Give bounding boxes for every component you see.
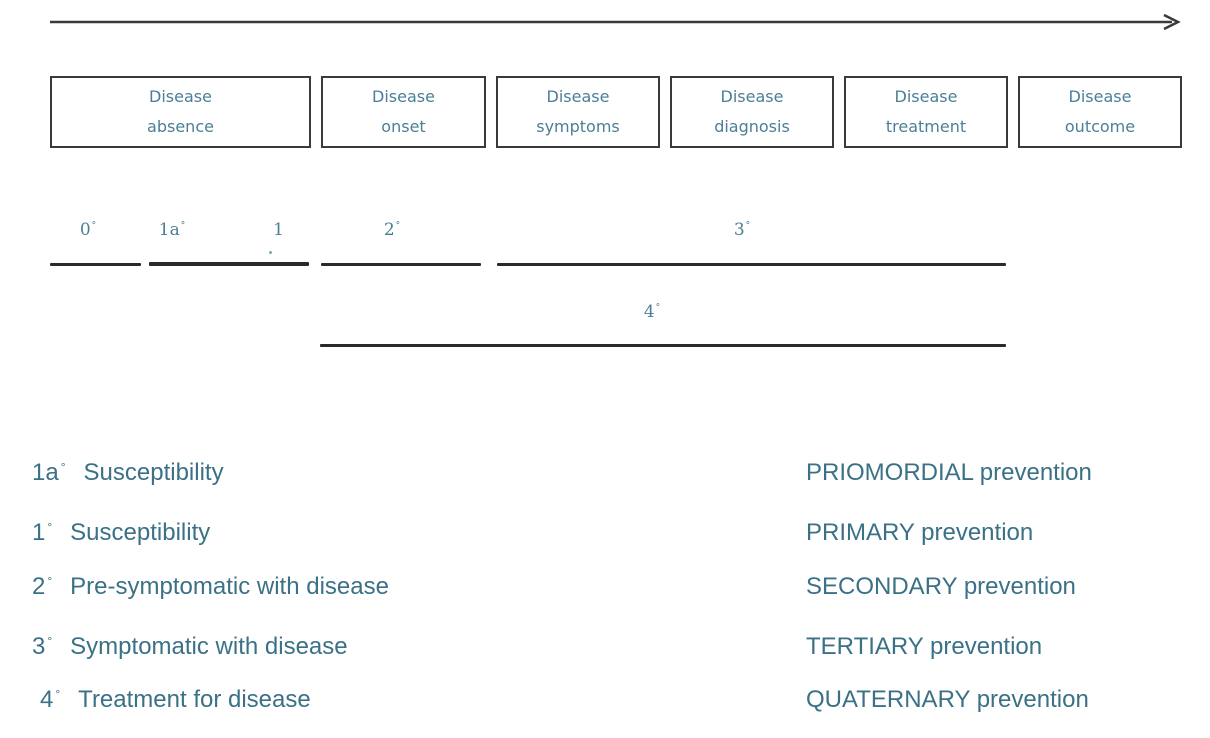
legend-description: Pre-symptomatic with disease [70, 573, 389, 600]
prevention-secondary: SECONDARY prevention [806, 573, 1076, 600]
degree-mark: ° [655, 303, 661, 314]
level-number: 0 [79, 220, 91, 240]
stage-label-line2: symptoms [536, 117, 620, 136]
timeline-arrow [50, 13, 1181, 31]
prevention-primordial: PRIOMORDIAL prevention [806, 459, 1092, 486]
legend-description: Susceptibility [83, 459, 224, 486]
stage-label-line2: diagnosis [714, 117, 790, 136]
stage-box-disease-diagnosis: Disease diagnosis [670, 76, 834, 148]
stage-label-line1: Disease [149, 87, 212, 106]
level-label-3: 3° [734, 220, 750, 240]
degree-mark: ° [60, 460, 66, 474]
stage-box-disease-outcome: Disease outcome [1018, 76, 1182, 148]
level-number: 1a [158, 220, 180, 240]
prevention-primary: PRIMARY prevention [806, 519, 1034, 546]
stage-label-line2: treatment [885, 117, 967, 136]
stage-label-line1: Disease [546, 87, 610, 106]
degree-mark: ° [47, 520, 53, 534]
legend-description: Symptomatic with disease [70, 633, 348, 660]
level-label-4: 4° [644, 302, 660, 322]
legend-code-number: 1 [32, 519, 46, 546]
degree-mark: ° [745, 221, 751, 232]
level-number: 3 [733, 220, 745, 240]
legend-code: 2° [32, 573, 52, 601]
legend-code: 3° [32, 633, 52, 661]
stage-label-line1: Disease [372, 87, 435, 106]
degree-mark: ° [180, 221, 186, 232]
level-number: 2 [383, 220, 395, 240]
stage-label-line1: Disease [894, 87, 958, 106]
level-label-0: 0° [80, 220, 96, 240]
level-number: 4 [643, 302, 655, 322]
stage-box-disease-onset: Disease onset [321, 76, 486, 148]
level-bar-4 [320, 344, 1006, 347]
degree-mark: ° [47, 634, 53, 648]
legend-row-3: 3° Symptomatic with disease [32, 633, 348, 661]
level-label-1: 1 [273, 220, 285, 240]
legend-description: Susceptibility [70, 519, 211, 546]
level-bar-1a-1 [149, 262, 309, 266]
level-label-1a: 1a° [159, 220, 185, 240]
level-label-2: 2° [384, 220, 400, 240]
degree-mark: ° [91, 221, 97, 232]
legend-row-2: 2° Pre-symptomatic with disease [32, 573, 389, 601]
stage-label-line2: absence [147, 117, 214, 136]
stage-label-line1: Disease [1068, 87, 1132, 106]
legend-description: Treatment for disease [78, 686, 311, 713]
stage-label-line2: onset [381, 117, 426, 136]
legend-code-number: 4 [40, 686, 54, 713]
legend-code: 1° [32, 519, 52, 547]
level-bar-2 [321, 263, 481, 266]
legend-row-4: 4° Treatment for disease [40, 686, 311, 714]
degree-mark: ° [395, 221, 401, 232]
stage-box-disease-symptoms: Disease symptoms [496, 76, 660, 148]
stage-box-disease-treatment: Disease treatment [844, 76, 1008, 148]
prevention-tertiary: TERTIARY prevention [806, 633, 1043, 660]
level-number: 1 [273, 220, 284, 240]
legend-code-number: 3 [32, 633, 46, 660]
legend-row-1: 1° Susceptibility [32, 519, 210, 547]
legend-code-number: 2 [32, 573, 46, 600]
stage-label-line1: Disease [720, 87, 784, 106]
legend-code: 1a° [32, 459, 66, 487]
degree-mark: ° [55, 687, 61, 701]
level-bar-3 [497, 263, 1006, 266]
prevention-quaternary: QUATERNARY prevention [806, 686, 1089, 713]
legend-code: 4° [40, 686, 60, 714]
legend-row-1a: 1a° Susceptibility [32, 459, 224, 487]
level-bar-0 [50, 263, 141, 266]
degree-mark: ° [47, 574, 53, 588]
stage-label-line2: outcome [1064, 117, 1136, 136]
degree-dot [269, 251, 272, 254]
legend-code-number: 1a [32, 459, 59, 486]
stage-box-disease-absence: Disease absence [50, 76, 311, 148]
